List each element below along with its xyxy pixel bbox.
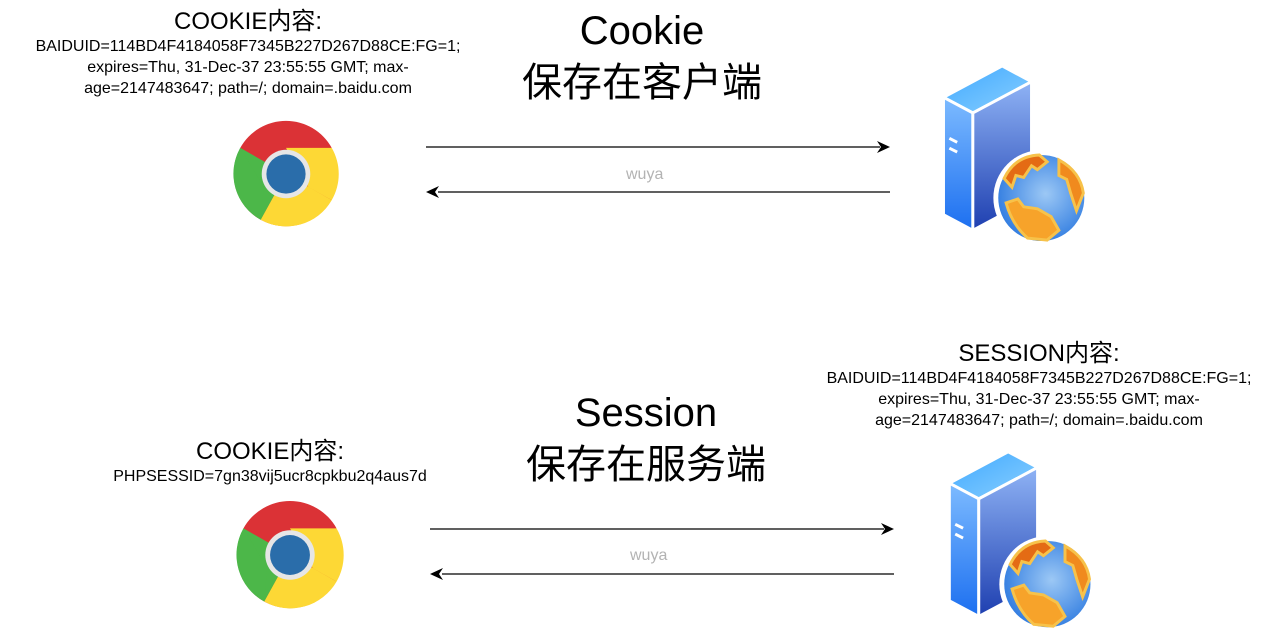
session-heading-en: Session (574, 391, 718, 435)
cookie-heading: Cookie 保存在客户端 (492, 8, 792, 106)
session-content-line: expires=Thu, 31-Dec-37 23:55:55 GMT; max… (878, 391, 1200, 408)
session-content-title: SESSION内容: (958, 340, 1120, 367)
chrome-browser-icon (233, 120, 339, 227)
arrow-label: wuya (626, 166, 664, 183)
cookie-client-content: COOKIE内容: BAIDUID=114BD4F4184058F7345B22… (0, 8, 496, 99)
response-arrow (426, 186, 890, 198)
chrome-browser-icon (236, 500, 344, 609)
request-arrow (426, 141, 890, 153)
response-arrow (430, 568, 894, 580)
session-heading: Session 保存在服务端 (496, 390, 796, 488)
session-content-line: age=2147483647; path=/; domain=.baidu.co… (875, 412, 1203, 429)
cookie-content-line: BAIDUID=114BD4F4184058F7345B227D267D88CE… (35, 38, 461, 55)
cookie-content-line: expires=Thu, 31-Dec-37 23:55:55 GMT; max… (87, 59, 409, 76)
session-heading-zh: 保存在服务端 (526, 443, 766, 487)
session-client-content: COOKIE内容: PHPSESSID=7gn38vij5ucr8cpkbu2q… (60, 438, 480, 487)
cookie-heading-zh: 保存在客户端 (522, 61, 762, 105)
session-server-content: SESSION内容: BAIDUID=114BD4F4184058F7345B2… (790, 340, 1288, 431)
cookie-heading-en: Cookie (579, 9, 705, 53)
cookie-content-title: COOKIE内容: (173, 8, 323, 35)
arrow-label: wuya (630, 547, 668, 564)
cookie-content-line: age=2147483647; path=/; domain=.baidu.co… (84, 80, 412, 97)
session-cookie-line: PHPSESSID=7gn38vij5ucr8cpkbu2q4aus7d (113, 468, 427, 485)
request-arrow (430, 523, 894, 535)
web-server-globe-icon (942, 64, 1091, 248)
session-cookie-title: COOKIE内容: (195, 438, 345, 465)
session-content-line: BAIDUID=114BD4F4184058F7345B227D267D88CE… (826, 370, 1252, 387)
web-server-globe-icon (947, 450, 1097, 634)
